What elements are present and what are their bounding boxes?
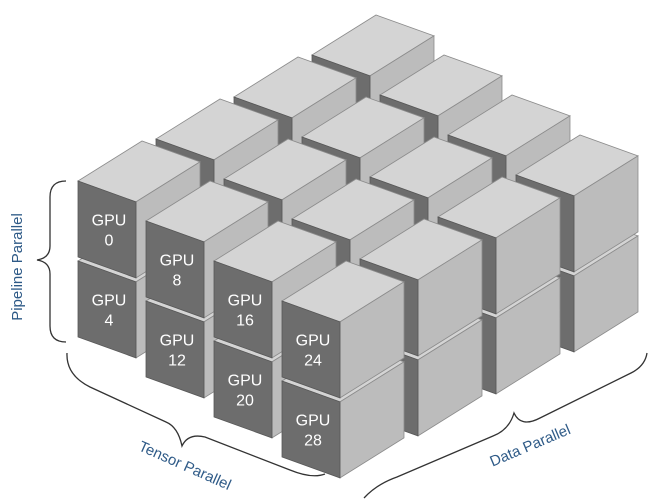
gpu-label-prefix: GPU bbox=[296, 332, 331, 349]
cube-front-face bbox=[281, 300, 341, 399]
gpu-label: GPU 8 bbox=[160, 252, 195, 289]
cube-front-face bbox=[213, 340, 273, 439]
cube-front-face bbox=[145, 220, 205, 319]
gpu-label-id: 4 bbox=[105, 312, 114, 329]
tensor-parallel-label: Tensor Parallel bbox=[136, 438, 234, 494]
gpu-cube: GPU 24 bbox=[281, 260, 405, 399]
cube-front-face bbox=[77, 180, 137, 279]
cube-front-face bbox=[213, 260, 273, 359]
data-brace bbox=[363, 352, 648, 499]
gpu-label: GPU 4 bbox=[92, 292, 127, 329]
gpu-label-id: 12 bbox=[168, 352, 186, 369]
gpu-label: GPU 16 bbox=[228, 292, 263, 329]
gpu-label-prefix: GPU bbox=[92, 292, 127, 309]
cube-front-face bbox=[145, 300, 205, 399]
gpu-label-id: 28 bbox=[304, 432, 322, 449]
pipeline-brace bbox=[36, 180, 67, 343]
gpu-label-id: 0 bbox=[105, 232, 114, 249]
gpu-label: GPU 0 bbox=[92, 212, 127, 249]
gpu-label-id: 16 bbox=[236, 312, 254, 329]
data-parallel-label: Data Parallel bbox=[487, 421, 573, 470]
tensor-brace bbox=[66, 352, 326, 477]
gpu-label: GPU 28 bbox=[296, 412, 331, 449]
gpu-label-id: 8 bbox=[173, 272, 182, 289]
gpu-label-prefix: GPU bbox=[92, 212, 127, 229]
gpu-label: GPU 20 bbox=[228, 372, 263, 409]
gpu-label-prefix: GPU bbox=[296, 412, 331, 429]
gpu-label-id: 24 bbox=[304, 352, 322, 369]
gpu-label: GPU 24 bbox=[296, 332, 331, 369]
gpu-label: GPU 12 bbox=[160, 332, 195, 369]
pipeline-parallel-label: Pipeline Parallel bbox=[9, 213, 26, 321]
gpu-label-id: 20 bbox=[236, 392, 254, 409]
gpu-label-prefix: GPU bbox=[228, 292, 263, 309]
cube-front-face bbox=[281, 380, 341, 479]
cube-front-face bbox=[77, 260, 137, 359]
gpu-label-prefix: GPU bbox=[160, 252, 195, 269]
gpu-label-prefix: GPU bbox=[228, 372, 263, 389]
gpu-label-prefix: GPU bbox=[160, 332, 195, 349]
